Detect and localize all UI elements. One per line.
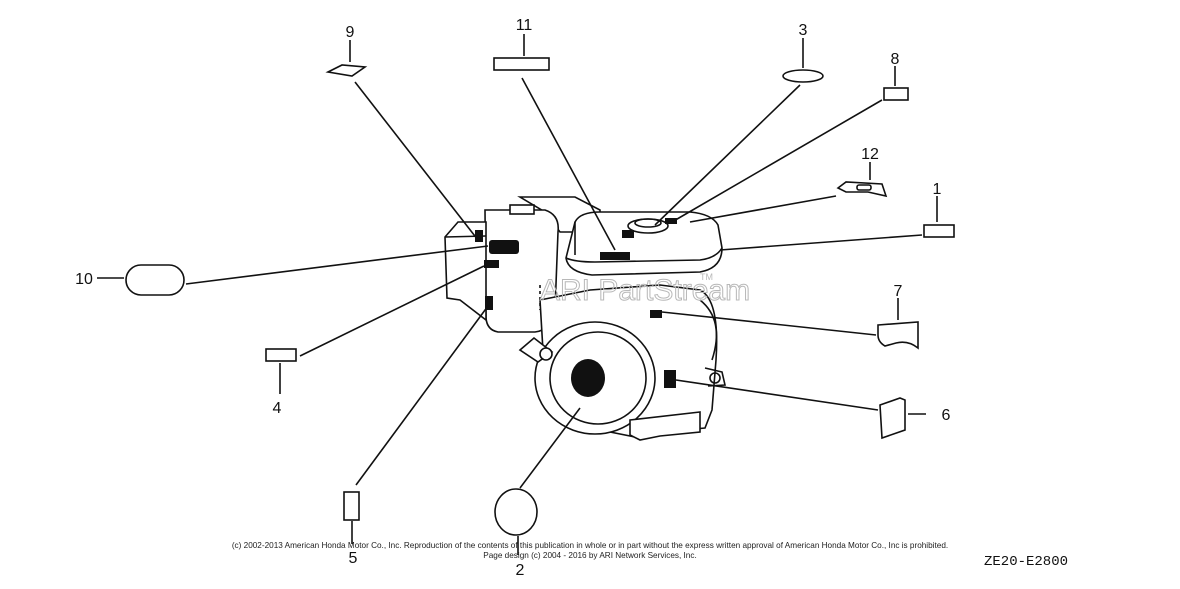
label-7-shape (877, 321, 919, 350)
callout-4[interactable]: 4 (273, 400, 282, 417)
label-6-shape (879, 397, 906, 440)
leader-lines (97, 34, 938, 555)
watermark-tm: TM (700, 272, 713, 282)
copyright-line-1: (c) 2002-2013 American Honda Motor Co., … (231, 541, 949, 550)
callout-7[interactable]: 7 (894, 283, 903, 300)
label-1-shape (923, 224, 955, 238)
callout-8[interactable]: 8 (891, 51, 900, 68)
label-11-shape (493, 57, 550, 71)
copyright-notice: (c) 2002-2013 American Honda Motor Co., … (0, 541, 1180, 561)
callout-11[interactable]: 11 (516, 17, 533, 34)
watermark-text: ARI PartStream (540, 274, 750, 307)
copyright-line-2: Page design (c) 2004 - 2016 by ARI Netwo… (483, 551, 697, 560)
label-2-shape (494, 488, 538, 536)
callout-2[interactable]: 2 (516, 562, 525, 579)
diagram-code: ZE20-E2800 (983, 554, 1068, 570)
callout-10[interactable]: 10 (75, 271, 93, 288)
label-3-shape (782, 69, 824, 83)
label-12-shape (836, 181, 888, 198)
engine-label-patches (475, 218, 677, 388)
callout-12[interactable]: 12 (861, 146, 879, 163)
label-4-shape (265, 348, 297, 362)
label-shapes (125, 57, 955, 536)
engine-illustration (444, 196, 726, 441)
label-8-shape (883, 87, 909, 101)
callout-1[interactable]: 1 (933, 181, 942, 198)
label-5-shape (343, 491, 360, 521)
callout-numbers: 9 11 3 8 12 1 10 7 4 6 5 2 (75, 17, 950, 579)
callout-6[interactable]: 6 (942, 407, 951, 424)
callout-9[interactable]: 9 (346, 24, 355, 41)
callout-5[interactable]: 5 (349, 550, 358, 567)
label-10-shape (125, 264, 185, 296)
callout-3[interactable]: 3 (799, 22, 808, 39)
label-9-shape (325, 64, 368, 77)
